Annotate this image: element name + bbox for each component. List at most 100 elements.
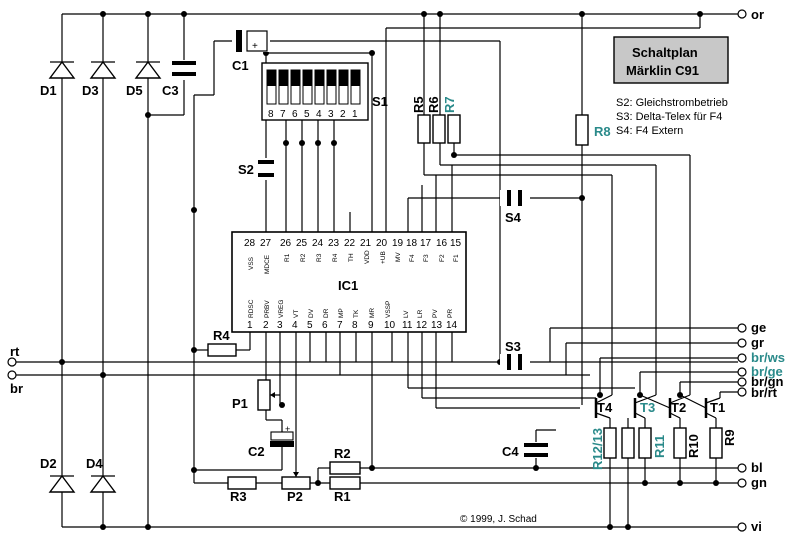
terminal-gn: gn xyxy=(751,475,767,490)
note-s2: S2: Gleichstrombetrieb xyxy=(616,97,728,109)
pin-name: +UB xyxy=(380,251,387,264)
svg-text:+: + xyxy=(252,41,258,52)
diode-d2 xyxy=(48,474,76,493)
resistor-r2 xyxy=(329,461,361,475)
pin-name: VSS xyxy=(248,256,255,270)
label-r3: R3 xyxy=(230,489,247,504)
label-t4: T4 xyxy=(597,400,613,415)
label-c4: C4 xyxy=(502,444,519,459)
label-t1: T1 xyxy=(710,400,725,415)
pin-name: DV xyxy=(308,308,315,318)
terminal-br: br xyxy=(10,381,23,396)
dip-num: 5 xyxy=(304,109,310,120)
pin-num: 17 xyxy=(420,238,432,249)
ic1-bottom-pins: 1 2 3 4 5 6 7 8 9 10 11 12 13 14 RDSC PR… xyxy=(247,299,458,331)
label-r1213: R12/13 xyxy=(590,428,605,470)
pin-num: 10 xyxy=(384,320,396,331)
pin-name: MV xyxy=(395,252,402,262)
terminal-gr: gr xyxy=(751,335,764,350)
diode-d1 xyxy=(48,60,76,79)
label-p2: P2 xyxy=(287,489,303,504)
pin-name: PR xyxy=(447,309,454,318)
pin-num: 9 xyxy=(368,320,374,331)
note-s4: S4: F4 Extern xyxy=(616,125,683,137)
pin-name: VDD xyxy=(364,250,371,264)
pin-name: R3 xyxy=(316,253,323,262)
resistor-r8 xyxy=(575,114,589,146)
pin-num: 21 xyxy=(360,238,372,249)
title-line1: Schaltplan xyxy=(632,45,698,60)
pin-name: R2 xyxy=(300,253,307,262)
label-d1: D1 xyxy=(40,83,57,98)
terminal-brrt: br/rt xyxy=(751,385,778,400)
dip-num: 6 xyxy=(292,109,298,120)
terminal-brgn: br/gn xyxy=(751,374,784,389)
label-s2: S2 xyxy=(238,162,254,177)
pin-num: 4 xyxy=(292,320,298,331)
pin-name: RDSC xyxy=(248,299,255,318)
component-labels: D1 D3 D5 C3 C1 S1 S2 R5 R6 R7 R8 S4 S3 R… xyxy=(40,58,737,504)
dip-num: 8 xyxy=(268,109,274,120)
pin-name: VREG xyxy=(278,300,285,318)
terminal-brws: br/ws xyxy=(751,350,785,365)
pin-name: LV xyxy=(403,310,410,318)
switch-s2 xyxy=(258,158,274,180)
transistor-t4 xyxy=(594,394,613,419)
wires xyxy=(14,13,738,528)
switch-s3 xyxy=(500,354,530,370)
pin-num: 18 xyxy=(406,238,418,249)
pin-num: 20 xyxy=(376,238,388,249)
title-line2: Märklin C91 xyxy=(626,63,699,78)
pin-num: 25 xyxy=(296,238,308,249)
terminal-rt: rt xyxy=(10,344,20,359)
label-r2: R2 xyxy=(334,446,351,461)
pin-name: MR xyxy=(369,308,376,318)
diode-d4 xyxy=(89,474,117,493)
potentiometer-p1 xyxy=(257,379,280,411)
pin-name: F3 xyxy=(423,254,430,262)
pin-name: TK xyxy=(353,309,360,318)
pin-name: TH xyxy=(348,253,355,262)
ic1-chip: IC1 xyxy=(231,231,467,333)
label-d2: D2 xyxy=(40,456,57,471)
resistor-r4 xyxy=(207,343,237,357)
junction-dots xyxy=(59,11,719,530)
pin-num: 28 xyxy=(244,238,256,249)
pin-num: 22 xyxy=(344,238,356,249)
note-s3: S3: Delta-Telex für F4 xyxy=(616,111,722,123)
pin-name: DR xyxy=(323,308,330,318)
dip-num: 4 xyxy=(316,109,322,120)
label-c3: C3 xyxy=(162,83,179,98)
label-t3: T3 xyxy=(640,400,655,415)
terminal-ge: ge xyxy=(751,320,766,335)
pin-num: 12 xyxy=(416,320,428,331)
pin-name: F4 xyxy=(409,254,416,262)
pin-name: R4 xyxy=(332,253,339,262)
label-s1: S1 xyxy=(372,94,388,109)
pin-name: F2 xyxy=(439,254,446,262)
pin-name: PV xyxy=(432,309,439,318)
pin-num: 27 xyxy=(260,238,272,249)
resistors-bottom-right xyxy=(603,427,723,459)
capacitor-c3 xyxy=(172,60,196,80)
transistor-t3 xyxy=(633,394,657,419)
label-d5: D5 xyxy=(126,83,143,98)
pin-name: R1 xyxy=(284,253,291,262)
label-t2: T2 xyxy=(671,400,686,415)
pin-num: 26 xyxy=(280,238,292,249)
dip-num: 1 xyxy=(352,109,358,120)
transistor-t2 xyxy=(639,394,691,419)
resistor-r1 xyxy=(329,476,361,490)
pin-num: 7 xyxy=(337,320,343,331)
capacitor-c1: + xyxy=(232,30,270,52)
capacitor-c4 xyxy=(524,442,548,458)
ic1-label: IC1 xyxy=(338,278,358,293)
diode-d3 xyxy=(89,60,117,79)
pin-num: 1 xyxy=(247,320,253,331)
dip-num: 7 xyxy=(280,109,286,120)
label-p1: P1 xyxy=(232,396,248,411)
pin-num: 24 xyxy=(312,238,324,249)
terminal-brge: br/ge xyxy=(751,364,783,379)
terminal-vi: vi xyxy=(751,519,762,534)
